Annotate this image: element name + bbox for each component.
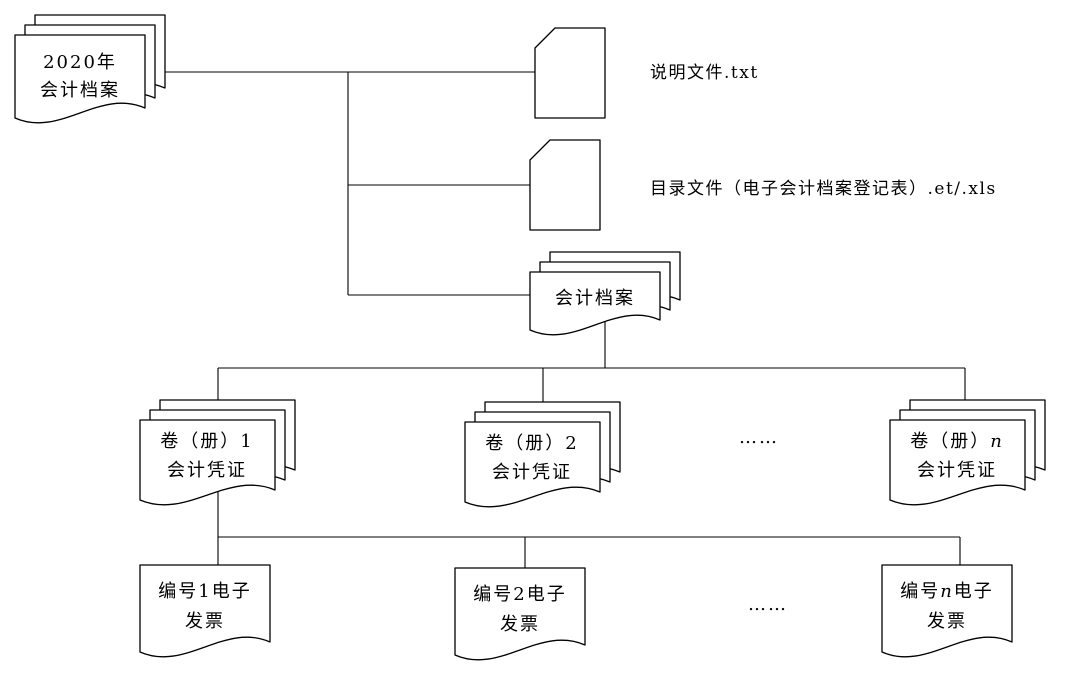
document-page — [139, 564, 271, 658]
volume-label-line2: 会计凭证 — [167, 460, 247, 481]
invoice-suffix: 电子 — [527, 584, 567, 605]
root-archive-stack: 2020年 会计档案 — [14, 14, 166, 124]
document-page-front — [529, 271, 661, 336]
archive-label: 会计档案 — [555, 288, 635, 309]
document-page — [454, 567, 586, 661]
invoice-label-line2: 发票 — [185, 611, 225, 632]
invoice-document-n: 编号n电子 发票 — [881, 564, 1013, 658]
invoice-label-line2: 发票 — [500, 614, 540, 635]
archive-stack: 会计档案 — [529, 251, 681, 336]
document-page-front — [14, 34, 146, 124]
invoice-suffix: 电子 — [212, 581, 252, 602]
invoice-prefix: 编号 — [900, 581, 940, 602]
volume-number: 1 — [240, 431, 253, 452]
volume-prefix: 卷（册） — [160, 431, 240, 452]
invoice-number: 1 — [198, 581, 211, 602]
document-page-front — [464, 421, 601, 508]
document-page-front — [139, 419, 276, 506]
invoice-prefix: 编号 — [473, 584, 513, 605]
catalog-file: 目录文件（电子会计档案登记表）.et/.xls — [529, 139, 997, 231]
invoice-prefix: 编号 — [158, 581, 198, 602]
readme-file-label: 说明文件.txt — [650, 63, 759, 83]
root-label-line1: 2020年 — [43, 52, 117, 73]
invoice-document-1: 编号1电子 发票 — [139, 564, 271, 658]
volume-label-line1: 卷（册）1 — [160, 431, 253, 452]
volume-stack-2: 卷（册）2 会计凭证 — [464, 401, 621, 508]
invoice-label-line1: 编号1电子 — [158, 581, 251, 602]
invoice-number: n — [940, 581, 954, 602]
catalog-file-label: 目录文件（电子会计档案登记表）.et/.xls — [650, 179, 997, 199]
invoice-suffix: 电子 — [954, 581, 994, 602]
invoice-label-line2: 发票 — [927, 611, 967, 632]
volumes-ellipsis: …… — [739, 427, 779, 448]
volume-label-line1: 卷（册）n — [910, 431, 1004, 452]
file-icon — [529, 139, 601, 231]
readme-file: 说明文件.txt — [534, 27, 759, 119]
file-icon — [534, 27, 606, 119]
volume-number: n — [990, 431, 1004, 452]
invoice-document-2: 编号2电子 发票 — [454, 567, 586, 661]
document-page — [881, 564, 1013, 658]
volume-prefix: 卷（册） — [910, 431, 990, 452]
invoice-label-line1: 编号2电子 — [473, 584, 566, 605]
invoice-number: 2 — [513, 584, 526, 605]
volume-number: 2 — [565, 433, 578, 454]
invoices-ellipsis: …… — [748, 594, 788, 615]
invoice-label-line1: 编号n电子 — [900, 581, 994, 602]
root-label-line2: 会计档案 — [40, 80, 120, 101]
volume-label-line2: 会计凭证 — [917, 460, 997, 481]
volume-label-line1: 卷（册）2 — [485, 433, 578, 454]
volume-stack-n: 卷（册）n 会计凭证 — [889, 399, 1046, 506]
connector-lines — [165, 71, 966, 568]
volume-prefix: 卷（册） — [485, 433, 565, 454]
volume-label-line2: 会计凭证 — [492, 462, 572, 483]
volume-stack-1: 卷（册）1 会计凭证 — [139, 399, 296, 506]
document-page-front — [889, 419, 1026, 506]
